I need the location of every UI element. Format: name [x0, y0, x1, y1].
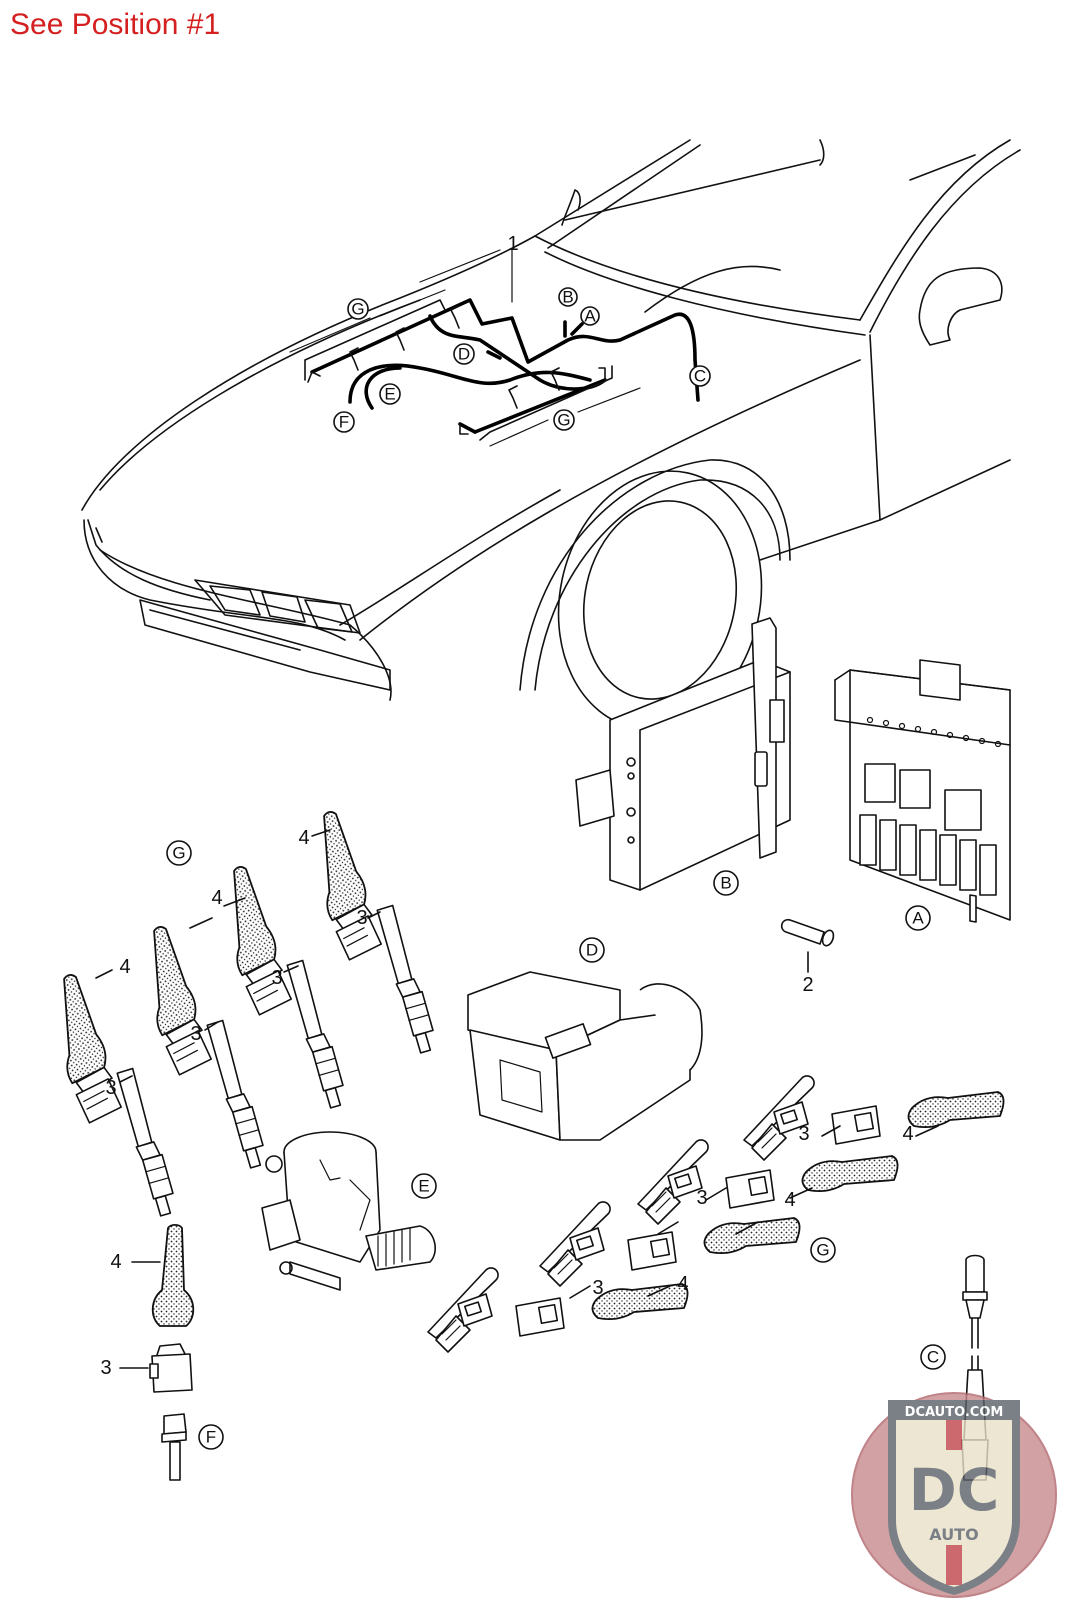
wiring-harness — [289, 249, 700, 447]
injector-group-g-left: G 4 4 4 3 3 3 3 — [50, 800, 438, 1229]
callout-3-b: 3 — [190, 1023, 201, 1045]
callout-number-3-f: 3 — [100, 1357, 111, 1379]
callout-3-c: 3 — [271, 967, 282, 989]
label-b: B — [720, 874, 731, 893]
harness-label-g-bottom: G — [557, 411, 570, 430]
callout-4-a: 4 — [119, 956, 130, 978]
relay-board-a: A — [834, 659, 1011, 931]
watermark-top-text: DCAUTO.COM — [905, 1405, 1004, 1420]
harness-label-f: F — [339, 413, 349, 432]
harness-label-b: B — [562, 288, 573, 307]
temperature-sensor-assembly-f: 4 3 F — [100, 1224, 224, 1481]
label-g-left: G — [172, 844, 185, 863]
harness-letter-labels: G G B A D E F C — [333, 287, 711, 433]
callout-4-c: 4 — [298, 827, 309, 849]
label-f: F — [206, 1428, 216, 1447]
control-unit-b: B — [575, 617, 791, 896]
throttle-housing-e: E — [261, 1131, 437, 1291]
callout-4-e: 4 — [784, 1189, 795, 1211]
callout-number-2: 2 — [802, 974, 813, 996]
injector-group-g-right: 3 4 3 4 3 4 G — [427, 1075, 1005, 1353]
label-e: E — [418, 1177, 429, 1196]
label-g-right: G — [816, 1241, 829, 1260]
label-a: A — [912, 909, 924, 928]
page-title: See Position #1 — [10, 8, 221, 41]
label-d: D — [586, 941, 598, 960]
callout-4-f-right: 4 — [902, 1123, 913, 1145]
harness-label-g-top: G — [351, 300, 364, 319]
harness-label-a: A — [584, 307, 596, 326]
callout-1: 1 — [507, 233, 518, 255]
callout-3-f: 3 — [696, 1187, 707, 1209]
harness-label-d: D — [458, 345, 470, 364]
label-c: C — [927, 1348, 939, 1367]
harness-label-c: C — [694, 367, 706, 386]
sensor-part-2: 2 — [780, 918, 835, 996]
watermark-logo-letters: DC — [909, 1456, 1000, 1524]
callout-4-d: 4 — [677, 1273, 688, 1295]
callout-number-1: 1 — [507, 233, 518, 255]
dcauto-watermark: DCAUTO.COM DC AUTO — [851, 1392, 1057, 1598]
callout-3-g: 3 — [798, 1123, 809, 1145]
callout-3-d: 3 — [356, 907, 367, 929]
callout-number-4-f: 4 — [110, 1251, 121, 1273]
watermark-bottom-text: AUTO — [929, 1525, 978, 1544]
car-body-outline — [81, 139, 1021, 730]
callout-3-e: 3 — [592, 1277, 603, 1299]
callout-4-b: 4 — [211, 887, 222, 909]
harness-label-e: E — [384, 385, 395, 404]
callout-3-a: 3 — [105, 1077, 116, 1099]
air-flow-meter-d: D — [467, 937, 703, 1141]
